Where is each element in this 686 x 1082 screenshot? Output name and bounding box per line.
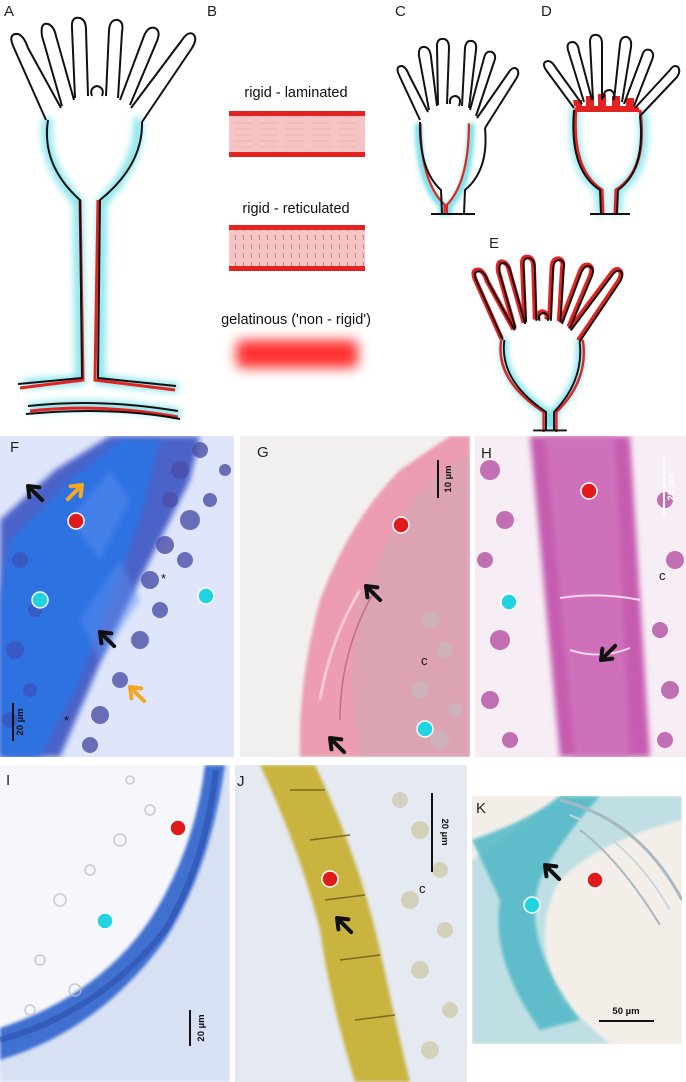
black-arrow: [335, 916, 354, 935]
scale-bar-label: 10 µm: [443, 465, 454, 492]
scale-bar-label: 20 µm: [439, 818, 450, 845]
black-arrow: [26, 484, 45, 503]
panel-h-label: H: [481, 445, 492, 462]
polyp-outline: [10, 16, 197, 420]
panel-e-label: E: [489, 235, 499, 252]
panel-c-label: C: [395, 3, 406, 20]
type-laminated-title: rigid - laminated: [244, 85, 347, 101]
cyan-dot-marker: [197, 587, 215, 605]
cell-label-c: c: [419, 881, 426, 896]
red-dot-marker: [169, 819, 187, 837]
orange-arrow: [65, 483, 84, 502]
type-gelatinous-title: gelatinous ('non - rigid'): [221, 312, 371, 328]
panel-i: I 20 µm: [0, 765, 230, 1082]
panel-i-label: I: [6, 772, 10, 789]
asterisk-mark: *: [64, 713, 69, 728]
cyan-dot-marker: [31, 591, 49, 609]
cyan-dot-marker: [416, 720, 434, 738]
red-dot-marker: [67, 512, 85, 530]
black-arrow: [328, 736, 347, 755]
panel-a: A: [4, 3, 197, 420]
orange-arrow: [128, 685, 147, 704]
panel-k: K 50 µm: [472, 796, 682, 1044]
type-reticulated-title: rigid - reticulated: [242, 201, 349, 217]
panel-j: J 20 µm c: [235, 765, 467, 1082]
cyan-dot-marker: [523, 896, 541, 914]
panel-b: B rigid - laminated rigid - reticulated …: [207, 3, 371, 368]
cyan-dot-marker: [500, 593, 518, 611]
black-arrow: [98, 630, 117, 649]
red-dot-marker: [321, 870, 339, 888]
panel-f-label: F: [10, 439, 19, 456]
panel-a-label: A: [4, 3, 14, 20]
black-arrow: [543, 863, 562, 882]
panel-c: C: [395, 3, 520, 215]
laminated-band: [229, 111, 365, 156]
black-arrow: [364, 584, 383, 603]
panel-d-label: D: [541, 3, 552, 20]
rigid-tentacle-base: [574, 106, 640, 112]
panel-k-label: K: [476, 800, 486, 817]
panel-d: D: [541, 3, 681, 215]
cyan-dot-marker: [96, 912, 114, 930]
scale-bar-label: 50 µm: [612, 1006, 639, 1017]
panel-b-label: B: [207, 3, 217, 20]
scale-bar-label: 20 µm: [196, 1014, 207, 1041]
red-dot-marker: [580, 482, 598, 500]
panel-g: G 10 µm c: [240, 436, 470, 757]
cell-label-c: c: [421, 653, 428, 668]
asterisk-mark: *: [161, 571, 166, 586]
panel-g-label: G: [257, 444, 269, 461]
panel-f: F * * 20 µm: [0, 436, 234, 757]
gelatinous-band: [236, 340, 358, 368]
red-dot-marker: [392, 516, 410, 534]
panel-j-label: J: [237, 773, 245, 790]
panel-e: E: [474, 235, 622, 433]
reticulated-band: [229, 225, 365, 271]
cell-label-c: c: [659, 568, 666, 583]
soft-tissue-glow: [23, 117, 181, 418]
markers: [26, 482, 618, 935]
scale-bar-label: 20 µm: [15, 708, 26, 735]
black-arrow: [599, 643, 618, 662]
scale-bar-label: 20 µm: [666, 473, 677, 500]
red-dot-marker: [586, 871, 604, 889]
